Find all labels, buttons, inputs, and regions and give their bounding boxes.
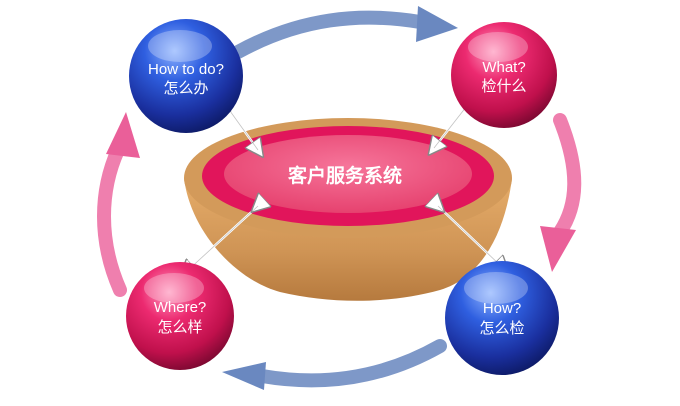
- node-label-zh: 怎么样: [157, 319, 202, 336]
- node-label-zh: 怎么办: [163, 80, 208, 97]
- node-where: Where? 怎么样: [126, 262, 234, 370]
- arrowhead-bottom: [222, 362, 266, 390]
- curved-arrow-icon: [231, 10, 427, 59]
- curved-arrow-icon: [97, 143, 127, 297]
- node-how: How? 怎么检: [445, 261, 559, 375]
- node-label-en: How to do?: [148, 61, 224, 78]
- arrowhead-top: [416, 6, 458, 42]
- node-how-to-do: How to do? 怎么办: [129, 19, 243, 133]
- center-label: 客户服务系统: [288, 164, 402, 187]
- node-what: What? 检什么: [451, 22, 557, 128]
- node-label-en: How?: [483, 300, 521, 317]
- curved-arrow-icon: [255, 339, 447, 388]
- node-label-en: What?: [482, 59, 525, 76]
- arrowhead-left: [106, 112, 140, 158]
- node-label-zh: 怎么检: [479, 320, 524, 337]
- node-label-en: Where?: [154, 299, 207, 316]
- curved-arrow-icon: [553, 113, 582, 239]
- service-system-bowl: [184, 118, 512, 301]
- arrowhead-right: [540, 226, 576, 272]
- node-label-zh: 检什么: [481, 78, 526, 95]
